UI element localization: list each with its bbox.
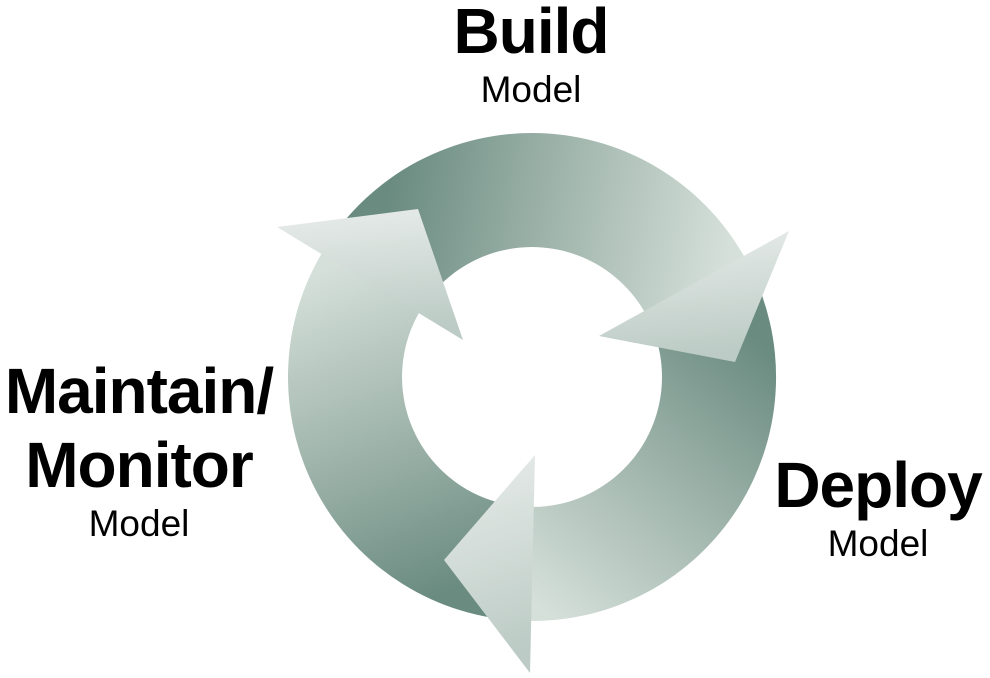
label-build: Build Model [453,0,610,112]
arrowhead-maintain-to-build [277,209,463,340]
arrowhead-deploy-to-maintain [444,455,535,673]
stage-title-deploy: Deploy [774,449,982,521]
arc-maintain-to-build [287,247,528,621]
stage-subtitle-build: Model [480,69,582,110]
stage-subtitle-deploy: Model [827,523,929,564]
label-deploy: Deploy Model [774,448,982,566]
stage-subtitle-maintain: Model [88,503,190,544]
label-maintain: Maintain/ Monitor Model [4,354,274,546]
stage-title-build: Build [453,0,610,67]
stage-title-maintain-line2: Monitor [25,429,254,501]
stage-title-maintain-line1: Maintain/ [4,355,274,427]
arrowhead-build-to-deploy [599,231,789,362]
